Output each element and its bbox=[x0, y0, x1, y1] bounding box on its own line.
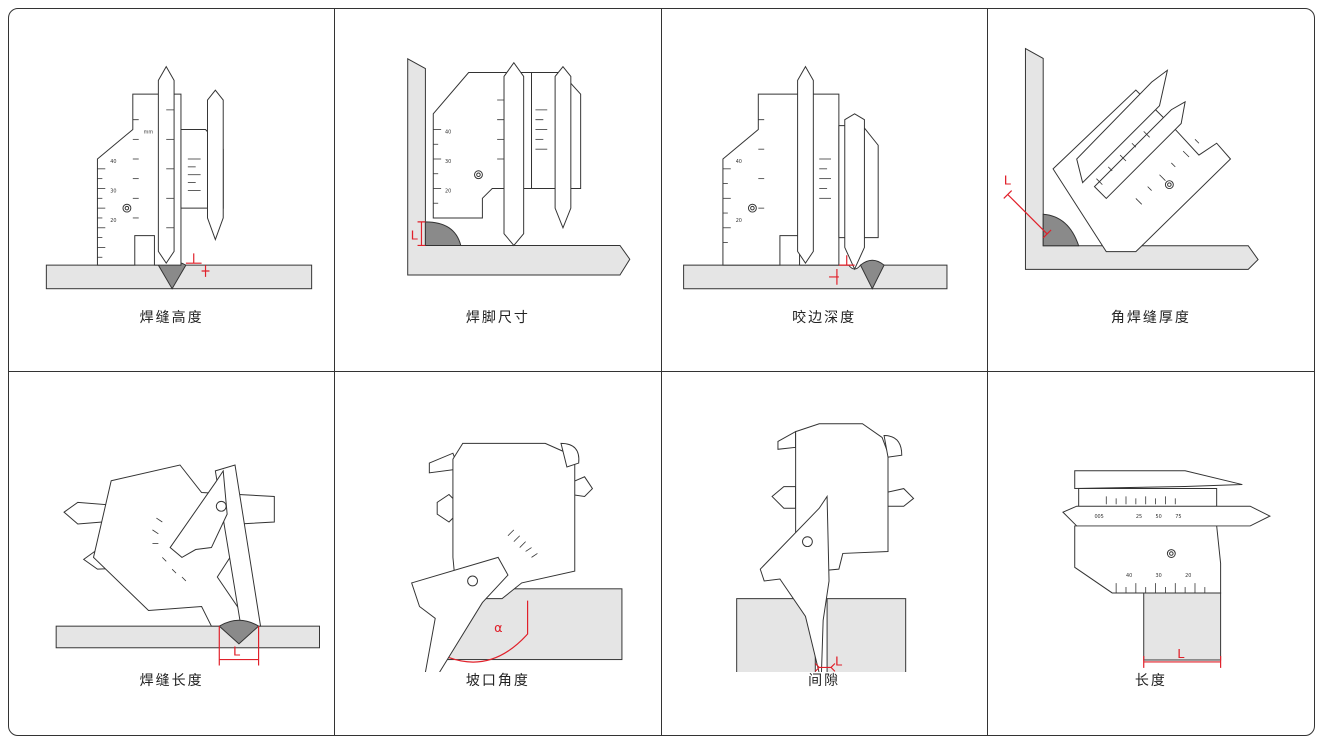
svg-text:75: 75 bbox=[1175, 514, 1181, 520]
svg-text:mm: mm bbox=[144, 129, 154, 135]
cell-weld-height: 20 30 40 mm 焊缝高度 bbox=[9, 9, 336, 372]
undercut-depth-diagram-icon: 40 20 bbox=[682, 65, 947, 290]
svg-text:005: 005 bbox=[1094, 514, 1103, 520]
fillet-thickness-mark: L bbox=[1004, 174, 1012, 189]
svg-text:30: 30 bbox=[445, 159, 451, 165]
weld-leg-size-diagram-icon: 40 30 20 L bbox=[407, 57, 631, 276]
groove-angle-diagram-icon: α bbox=[411, 442, 623, 672]
leg-size-mark: L bbox=[411, 229, 419, 244]
gap-mark: L bbox=[834, 654, 842, 669]
gap-diagram-icon: L bbox=[735, 423, 914, 672]
svg-text:20: 20 bbox=[735, 218, 741, 224]
caption-undercut-depth: 咬边深度 bbox=[792, 310, 857, 326]
cell-gap: L 间隙 bbox=[662, 372, 988, 735]
svg-text:40: 40 bbox=[445, 129, 451, 135]
caption-weld-height: 焊缝高度 bbox=[139, 310, 204, 326]
cell-length: 005 25 50 75 40 30 20 L 长度 bbox=[988, 372, 1314, 735]
weld-length-diagram-icon: L bbox=[55, 464, 321, 666]
groove-angle-mark: α bbox=[494, 621, 502, 636]
svg-text:20: 20 bbox=[1185, 573, 1191, 579]
fillet-weld-thickness-diagram-icon: L bbox=[1003, 47, 1259, 270]
weld-height-diagram-icon: 20 30 40 mm bbox=[45, 65, 313, 290]
caption-weld-leg-size: 焊脚尺寸 bbox=[465, 310, 530, 326]
caption-weld-length: 焊缝长度 bbox=[139, 673, 204, 689]
caption-gap: 间隙 bbox=[808, 673, 841, 689]
weld-gauge-reference-grid: 20 30 40 mm 焊缝高度 bbox=[8, 8, 1315, 736]
caption-fillet-weld-thickness: 角焊缝厚度 bbox=[1110, 310, 1191, 326]
cell-groove-angle: α 坡口角度 bbox=[335, 372, 662, 735]
svg-text:40: 40 bbox=[110, 159, 116, 165]
svg-text:40: 40 bbox=[735, 159, 741, 165]
length-mark: L bbox=[1177, 647, 1185, 662]
svg-text:20: 20 bbox=[110, 218, 116, 224]
svg-text:30: 30 bbox=[110, 188, 116, 194]
svg-text:25: 25 bbox=[1136, 514, 1142, 520]
cell-weld-length: L 焊缝长度 bbox=[9, 372, 336, 735]
length-diagram-icon: 005 25 50 75 40 30 20 L bbox=[1061, 470, 1271, 668]
cell-fillet-weld-thickness: L 角焊缝厚度 bbox=[987, 9, 1314, 372]
weld-length-mark: L bbox=[233, 645, 241, 660]
svg-text:40: 40 bbox=[1126, 573, 1132, 579]
caption-groove-angle: 坡口角度 bbox=[465, 673, 530, 689]
svg-text:30: 30 bbox=[1155, 573, 1161, 579]
caption-length: 长度 bbox=[1134, 673, 1167, 689]
svg-text:20: 20 bbox=[445, 188, 451, 194]
cell-undercut-depth: 40 20 咬边深度 bbox=[661, 9, 988, 372]
svg-text:50: 50 bbox=[1155, 514, 1161, 520]
cell-weld-leg-size: 40 30 20 L 焊脚尺寸 bbox=[335, 9, 662, 372]
